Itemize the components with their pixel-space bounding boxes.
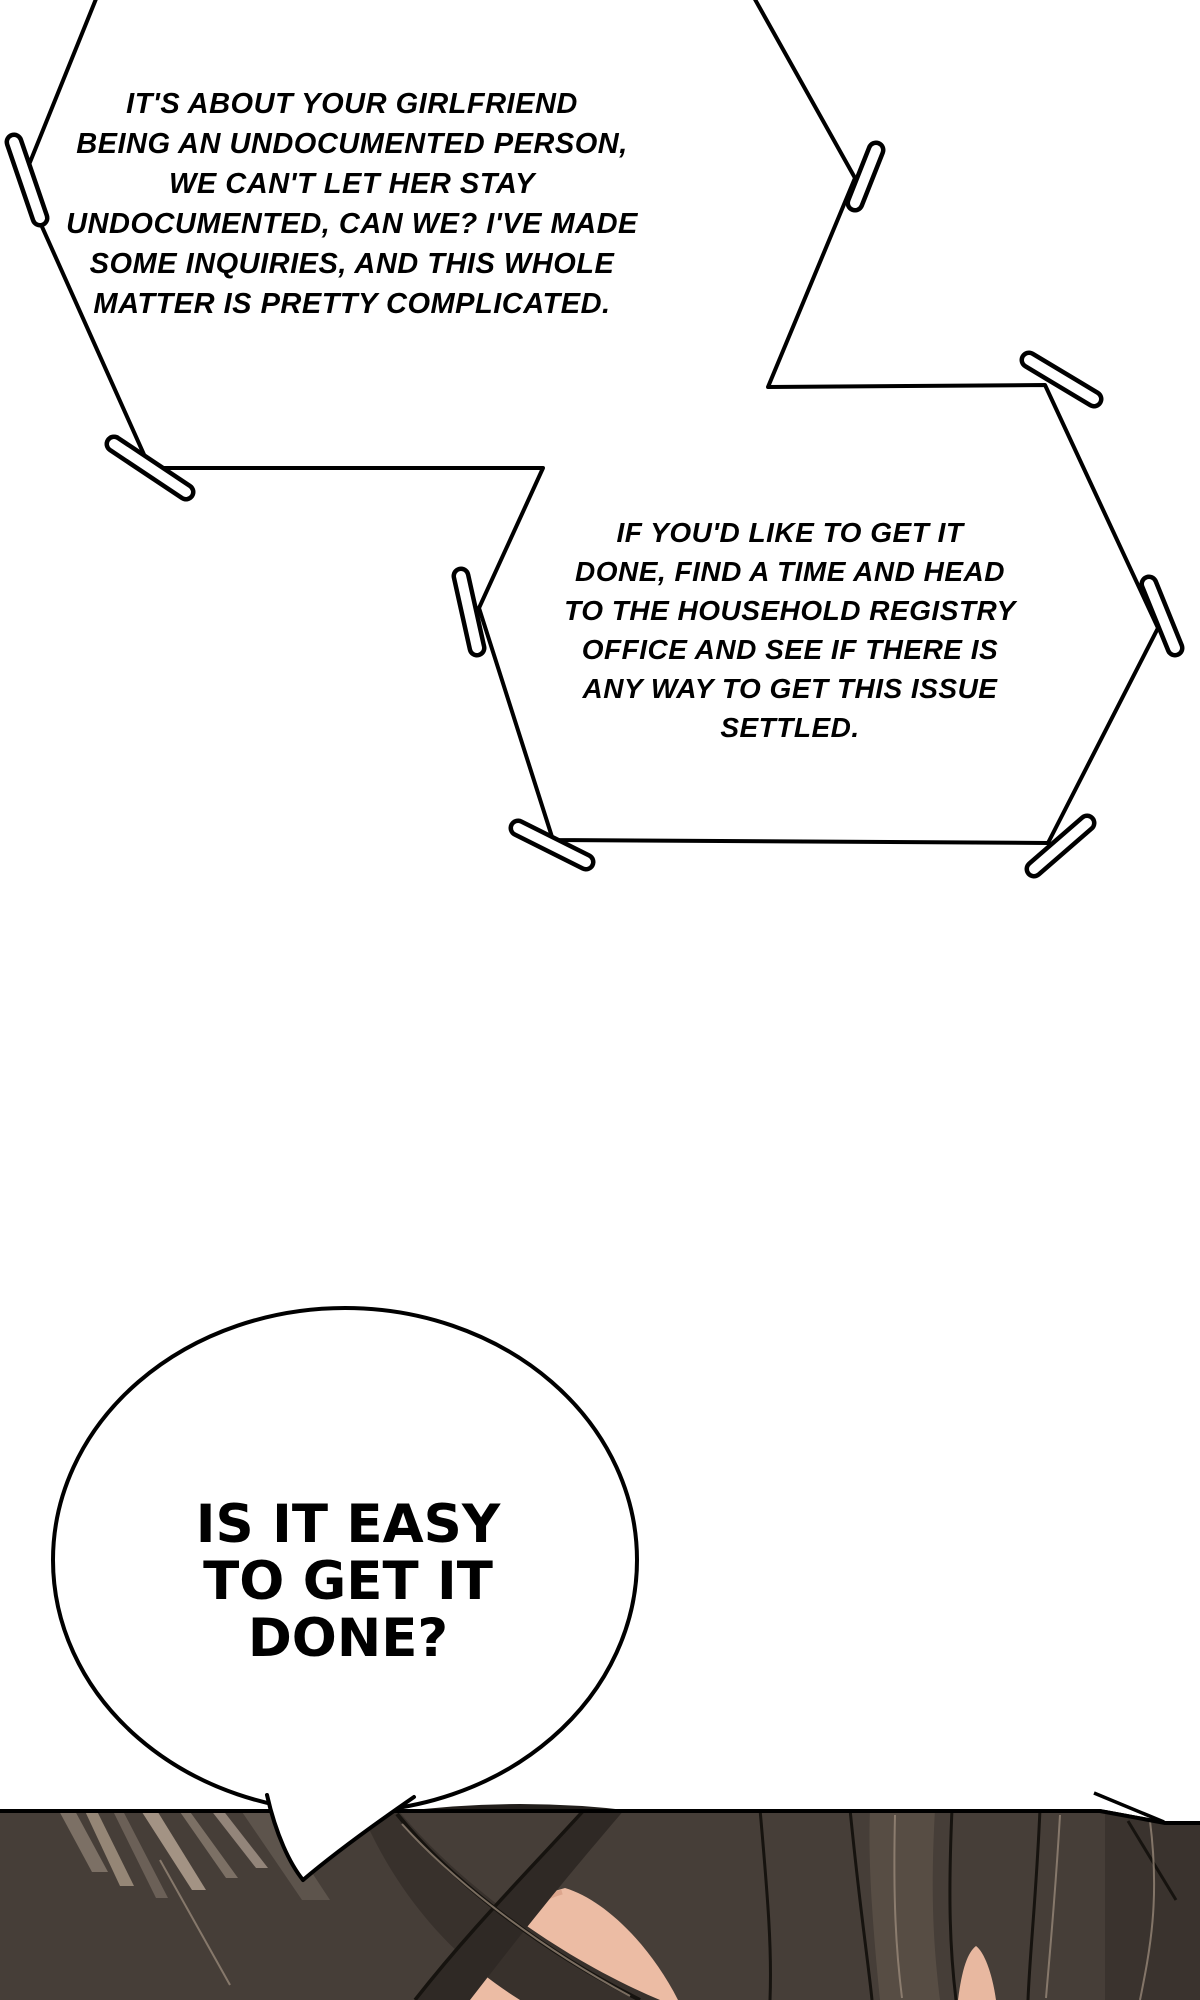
dialogue-line: MATTER IS PRETTY COMPLICATED. [93, 288, 611, 320]
dialogue-line: TO THE HOUSEHOLD REGISTRY [564, 595, 1016, 626]
bubble-tail-fill [267, 1788, 416, 1880]
dialogue-line: DONE, FIND A TIME AND HEAD [575, 556, 1005, 587]
dialogue-line: OFFICE AND SEE IF THERE IS [581, 634, 999, 665]
hair-corner-strand [1093, 1791, 1165, 1824]
dialogue-line: UNDOCUMENTED, CAN WE? I'VE MADE [66, 208, 638, 240]
oval-speech-bubble [51, 1306, 639, 1882]
oval-bubble-text: IS IT EASY TO GET IT DONE? [68, 1496, 628, 1667]
dialogue-line: SOME INQUIRIES, AND THIS WHOLE [89, 248, 615, 280]
hair-boundary-line [0, 1809, 1200, 1825]
joined-hexagon-bubbles [4, 0, 1185, 879]
dialogue-line: BEING AN UNDOCUMENTED PERSON, [76, 128, 628, 160]
dialogue-line: DONE? [247, 1608, 449, 1669]
dialogue-line: TO GET IT [203, 1551, 493, 1612]
hex-bubble-2-text: IF YOU'D LIKE TO GET IT DONE, FIND A TIM… [470, 513, 1110, 747]
dialogue-line: ANY WAY TO GET THIS ISSUE [582, 673, 998, 704]
face-skin-sliver [958, 1946, 996, 2000]
dialogue-line: SETTLED. [720, 712, 860, 743]
hex-bubble-1-text: IT'S ABOUT YOUR GIRLFRIEND BEING AN UNDO… [32, 84, 672, 324]
stitch-ticks [4, 132, 1185, 879]
dialogue-line: IF YOU'D LIKE TO GET IT [616, 517, 964, 548]
dialogue-line: WE CAN'T LET HER STAY [169, 168, 535, 200]
dialogue-line: IS IT EASY [195, 1494, 501, 1555]
dialogue-line: IT'S ABOUT YOUR GIRLFRIEND [126, 88, 578, 120]
hair-strand-band-cross [415, 1809, 625, 2000]
character-hair [0, 1791, 1200, 2000]
hair-highlight-lines [159, 1814, 1156, 2000]
hair-tone-band [869, 1809, 940, 2000]
bubble-tail-outline [265, 1793, 416, 1882]
